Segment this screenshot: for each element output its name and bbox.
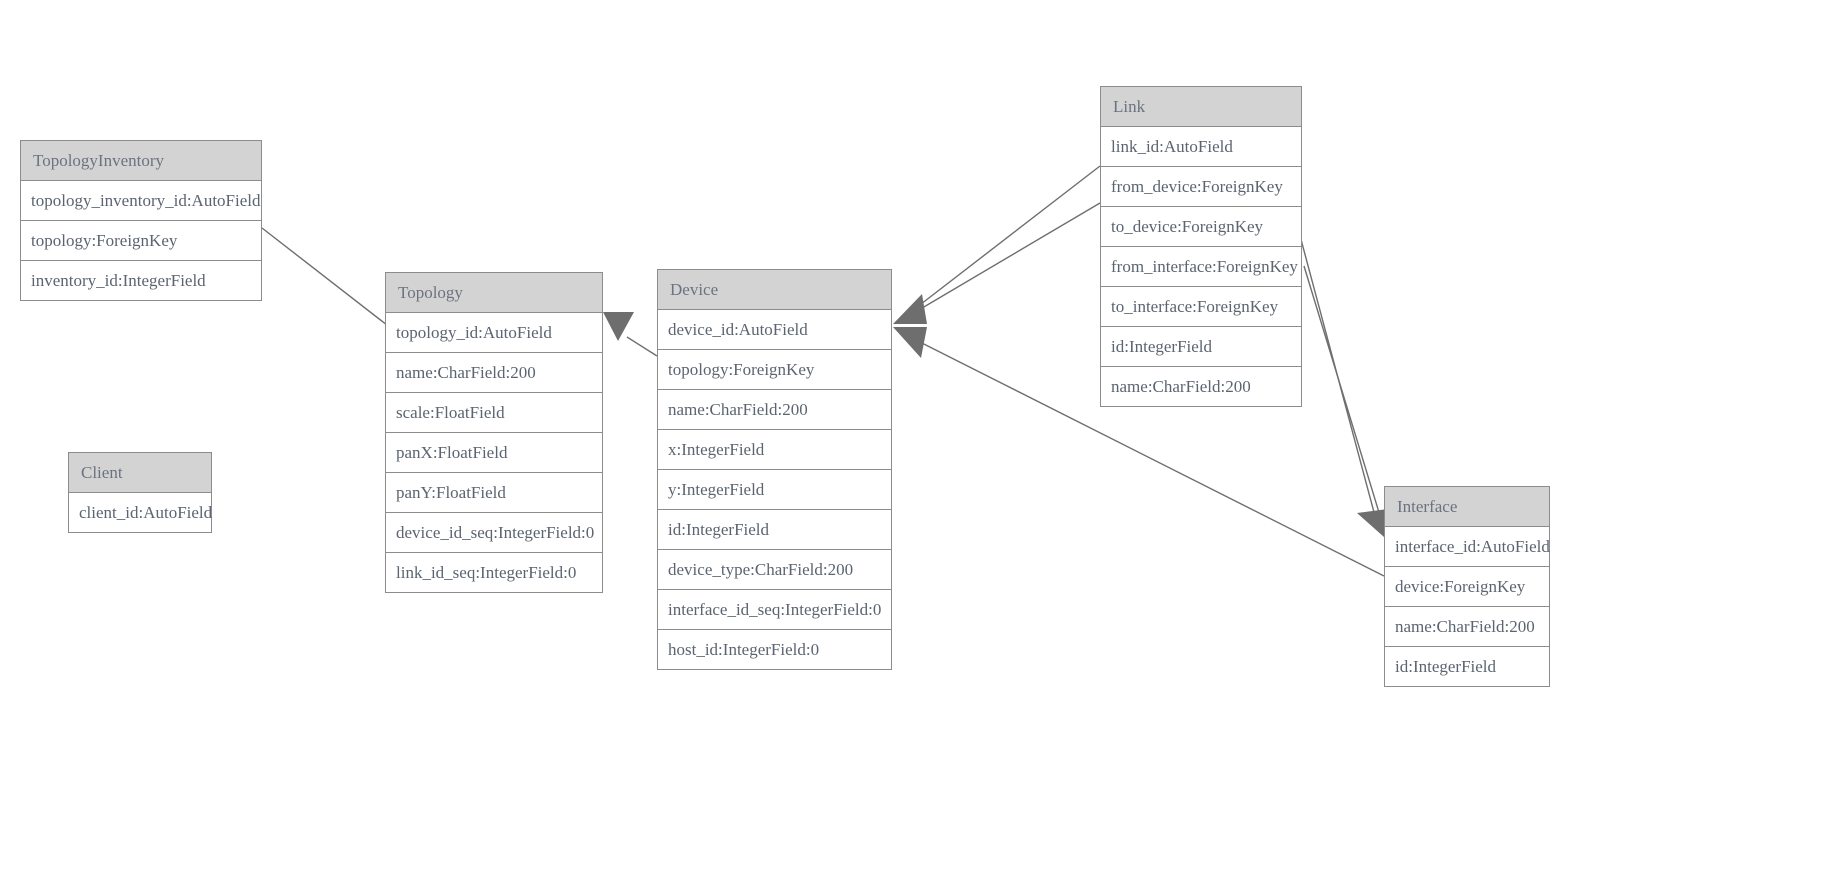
edge-link-to_interface bbox=[1303, 265, 1382, 520]
field-row[interactable]: topology_id:AutoField bbox=[386, 313, 602, 353]
field-row[interactable]: link_id_seq:IntegerField:0 bbox=[386, 553, 602, 592]
edge-link-from_interface bbox=[1298, 231, 1376, 517]
edge-link-to_device bbox=[911, 202, 1101, 315]
field-row[interactable]: to_device:ForeignKey bbox=[1101, 207, 1301, 247]
field-row[interactable]: topology:ForeignKey bbox=[658, 350, 891, 390]
field-row[interactable]: interface_id_seq:IntegerField:0 bbox=[658, 590, 891, 630]
entity-title-topology_inventory: TopologyInventory bbox=[21, 141, 261, 181]
entity-fields-client: client_id:AutoField bbox=[69, 493, 212, 532]
field-row[interactable]: device_id:AutoField bbox=[658, 310, 891, 350]
field-row[interactable]: device:ForeignKey bbox=[1385, 567, 1549, 607]
entity-title-client: Client bbox=[69, 453, 211, 493]
field-row[interactable]: x:IntegerField bbox=[658, 430, 891, 470]
field-row[interactable]: name:CharField:200 bbox=[658, 390, 891, 430]
field-row[interactable]: id:IntegerField bbox=[658, 510, 891, 550]
field-row[interactable]: name:CharField:200 bbox=[1101, 367, 1301, 406]
field-row[interactable]: link_id:AutoField bbox=[1101, 127, 1301, 167]
field-row[interactable]: to_interface:ForeignKey bbox=[1101, 287, 1301, 327]
field-row[interactable]: topology:ForeignKey bbox=[21, 221, 261, 261]
field-row[interactable]: name:CharField:200 bbox=[1385, 607, 1549, 647]
field-row[interactable]: y:IntegerField bbox=[658, 470, 891, 510]
field-row[interactable]: name:CharField:200 bbox=[386, 353, 602, 393]
field-row[interactable]: scale:FloatField bbox=[386, 393, 602, 433]
field-row[interactable]: panX:FloatField bbox=[386, 433, 602, 473]
field-row[interactable]: id:IntegerField bbox=[1385, 647, 1549, 686]
entity-title-link: Link bbox=[1101, 87, 1301, 127]
entity-title-topology: Topology bbox=[386, 273, 602, 313]
field-row[interactable]: interface_id:AutoField bbox=[1385, 527, 1550, 567]
edge-link-from_device bbox=[911, 165, 1101, 312]
arrowhead-device-incoming bbox=[893, 294, 927, 358]
entity-title-device: Device bbox=[658, 270, 891, 310]
field-row[interactable]: topology_inventory_id:AutoField bbox=[21, 181, 261, 221]
entity-title-interface: Interface bbox=[1385, 487, 1549, 527]
field-row[interactable]: id:IntegerField bbox=[1101, 327, 1301, 367]
field-row[interactable]: from_device:ForeignKey bbox=[1101, 167, 1301, 207]
field-row[interactable]: panY:FloatField bbox=[386, 473, 602, 513]
field-row[interactable]: inventory_id:IntegerField bbox=[21, 261, 261, 300]
field-row[interactable]: from_interface:ForeignKey bbox=[1101, 247, 1301, 287]
field-row[interactable]: device_type:CharField:200 bbox=[658, 550, 891, 590]
field-row[interactable]: client_id:AutoField bbox=[69, 493, 212, 532]
field-row[interactable]: device_id_seq:IntegerField:0 bbox=[386, 513, 602, 553]
field-row[interactable]: host_id:IntegerField:0 bbox=[658, 630, 891, 669]
edge-device-topology bbox=[603, 312, 658, 357]
